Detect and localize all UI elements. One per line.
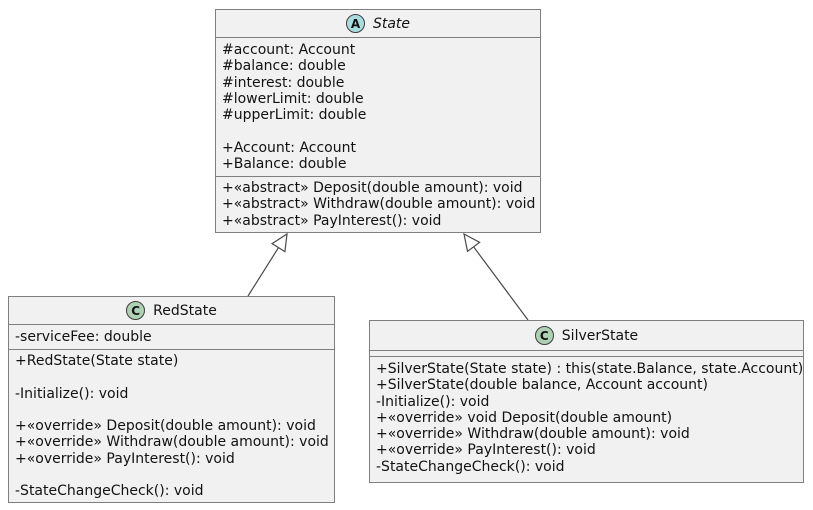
- method-row: -Initialize(): void: [15, 385, 129, 402]
- method-row: +«abstract» PayInterest(): void: [222, 212, 442, 229]
- field-row: #upperLimit: double: [222, 107, 367, 124]
- class-box-redstate: C RedState -serviceFee: double +RedState…: [8, 296, 335, 503]
- method-row: -Initialize(): void: [376, 393, 490, 410]
- method-row-blank: [15, 402, 328, 418]
- abstract-class-spot-icon: A: [345, 14, 365, 33]
- fields-compartment-empty: [370, 351, 803, 357]
- method-row-blank: [15, 369, 328, 385]
- method-row: +SilverState(State state) : this(state.B…: [376, 361, 804, 377]
- method-row: +«override» PayInterest(): void: [15, 450, 235, 467]
- inheritance-arrow-silverstate-to-state: [463, 232, 529, 321]
- method-row-blank: [15, 467, 328, 483]
- method-row: +«override» Withdraw(double amount): voi…: [376, 426, 690, 443]
- class-header-redstate: C RedState: [9, 297, 334, 325]
- methods-compartment: +RedState(State state) -Initialize(): vo…: [9, 350, 334, 504]
- field-row: #balance: double: [222, 58, 346, 75]
- field-row: #interest: double: [222, 74, 345, 91]
- field-row: #account: Account: [222, 42, 356, 58]
- method-row: +«abstract» Deposit(double amount): void: [222, 180, 523, 196]
- class-box-silverstate: C SilverState +SilverState(State state) …: [369, 320, 804, 483]
- spot-letter: C: [539, 328, 549, 343]
- fields-compartment: -serviceFee: double: [9, 325, 334, 350]
- method-row: +«override» Withdraw(double amount): voi…: [15, 434, 329, 451]
- class-header-state: A State: [216, 10, 540, 38]
- inheritance-arrow-redstate-to-state: [247, 232, 288, 297]
- method-row: +«override» void Deposit(double amount): [376, 409, 673, 426]
- spot-letter: A: [350, 16, 361, 31]
- class-box-state: A State #account: Account #balance: doub…: [215, 9, 541, 233]
- spot-letter: C: [131, 303, 141, 318]
- class-title: SilverState: [561, 327, 639, 344]
- method-row: +«override» Deposit(double amount): void: [15, 418, 316, 435]
- method-row: +RedState(State state): [15, 353, 179, 369]
- class-title: RedState: [153, 302, 217, 319]
- hollow-triangle-arrowhead: [270, 232, 288, 253]
- method-row: -StateChangeCheck(): void: [15, 483, 204, 500]
- method-row: -StateChangeCheck(): void: [376, 458, 565, 475]
- field-row: +Balance: double: [222, 156, 347, 173]
- method-row: +SilverState(double balance, Account acc…: [376, 377, 708, 394]
- field-row: #lowerLimit: double: [222, 90, 364, 107]
- field-row: -serviceFee: double: [15, 329, 152, 345]
- class-spot-icon: C: [126, 301, 146, 320]
- class-title: State: [372, 15, 411, 32]
- class-spot-icon: C: [534, 326, 554, 345]
- field-row: +Account: Account: [222, 139, 356, 156]
- fields-compartment: #account: Account #balance: double #inte…: [216, 38, 540, 177]
- methods-compartment: +SilverState(State state) : this(state.B…: [370, 357, 803, 479]
- method-row: +«abstract» Withdraw(double amount): voi…: [222, 196, 536, 213]
- methods-compartment: +«abstract» Deposit(double amount): void…: [216, 177, 540, 233]
- class-header-silverstate: C SilverState: [370, 321, 803, 351]
- method-row: +«override» PayInterest(): void: [376, 442, 596, 459]
- hollow-triangle-arrowhead: [463, 232, 481, 253]
- field-row-blank: [222, 123, 534, 139]
